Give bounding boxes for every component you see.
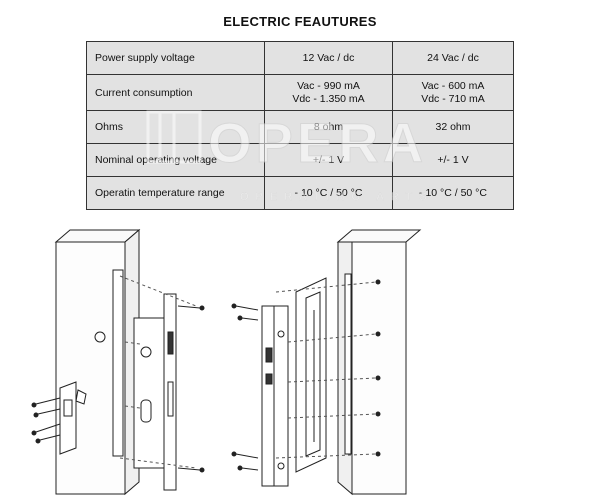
faceplate-screws — [177, 305, 205, 473]
row-label: Nominal operating voltage — [86, 143, 265, 177]
cylinder-hole — [94, 331, 106, 343]
table-row: Current consumption Vac - 990 mA Vdc - 1… — [86, 74, 514, 111]
electric-features-table: Power supply voltage 12 Vac / dc 24 Vac … — [86, 41, 514, 210]
table-row: Ohms 8 ohm 32 ohm — [86, 110, 514, 144]
strike-slot — [344, 273, 352, 455]
strike-screw-top — [277, 330, 285, 338]
value-12v: - 10 °C / 50 °C — [264, 176, 393, 210]
strike-screws-left — [231, 303, 259, 471]
strike-keeper — [265, 373, 273, 385]
value-line: Vdc - 1.350 mA — [292, 92, 365, 105]
table-row: Operatin temperature range - 10 °C / 50 … — [86, 176, 514, 210]
row-label: Operatin temperature range — [86, 176, 265, 210]
value-line: Vdc - 710 mA — [421, 92, 485, 105]
value-line: Vac - 990 mA — [297, 79, 360, 92]
value-line: 24 Vac / dc — [427, 51, 479, 64]
mortise-slot — [112, 269, 124, 457]
installation-diagram — [31, 228, 422, 496]
strike-latch — [265, 347, 273, 363]
value-line: - 10 °C / 50 °C — [294, 186, 363, 199]
value-line: 32 ohm — [435, 120, 471, 133]
guide-lines — [119, 275, 197, 469]
value-12v: 12 Vac / dc — [264, 41, 393, 75]
value-24v: 32 ohm — [392, 110, 514, 144]
value-line: 12 Vac / dc — [302, 51, 355, 64]
strike-post-top — [336, 229, 422, 243]
lock-latch — [167, 331, 174, 355]
electric-strike-body — [273, 305, 289, 487]
lock-case — [133, 317, 165, 469]
electric-strike-plate — [261, 305, 275, 487]
value-line: +/- 1 V — [437, 153, 469, 166]
value-24v: - 10 °C / 50 °C — [392, 176, 514, 210]
value-24v: +/- 1 V — [392, 143, 514, 177]
table-row: Power supply voltage 12 Vac / dc 24 Vac … — [86, 41, 514, 75]
document-title: ELECTRIC FEAUTURES — [223, 14, 377, 29]
post-screws — [375, 279, 381, 457]
table-row: Nominal operating voltage +/- 1 V +/- 1 … — [86, 143, 514, 177]
row-label: Current consumption — [86, 74, 265, 111]
strike-screw-bottom — [277, 462, 285, 470]
value-line: 8 ohm — [313, 120, 344, 133]
escutcheon-plate — [59, 381, 77, 455]
value-line: +/- 1 V — [312, 153, 345, 166]
escutcheon-screws — [31, 397, 61, 444]
lock-bolt — [167, 381, 174, 417]
value-24v: Vac - 600 mA Vdc - 710 mA — [392, 74, 514, 111]
right-illustration — [231, 229, 422, 496]
cylinder-profile — [63, 399, 73, 417]
value-line: Vac - 600 mA — [421, 79, 485, 92]
strike-frame-inner — [305, 291, 321, 457]
value-12v: Vac - 990 mA Vdc - 1.350 mA — [264, 74, 393, 111]
value-12v: 8 ohm — [264, 110, 393, 144]
left-illustration — [31, 228, 205, 496]
row-label: Ohms — [86, 110, 265, 144]
value-line: - 10 °C / 50 °C — [419, 186, 487, 199]
strike-guide-lines — [275, 281, 377, 459]
value-12v: +/- 1 V — [264, 143, 393, 177]
row-label: Power supply voltage — [86, 41, 265, 75]
lock-cylinder-hole — [140, 399, 152, 423]
lock-follower — [140, 346, 152, 358]
handle-knob — [75, 389, 87, 405]
value-24v: 24 Vac / dc — [392, 41, 514, 75]
